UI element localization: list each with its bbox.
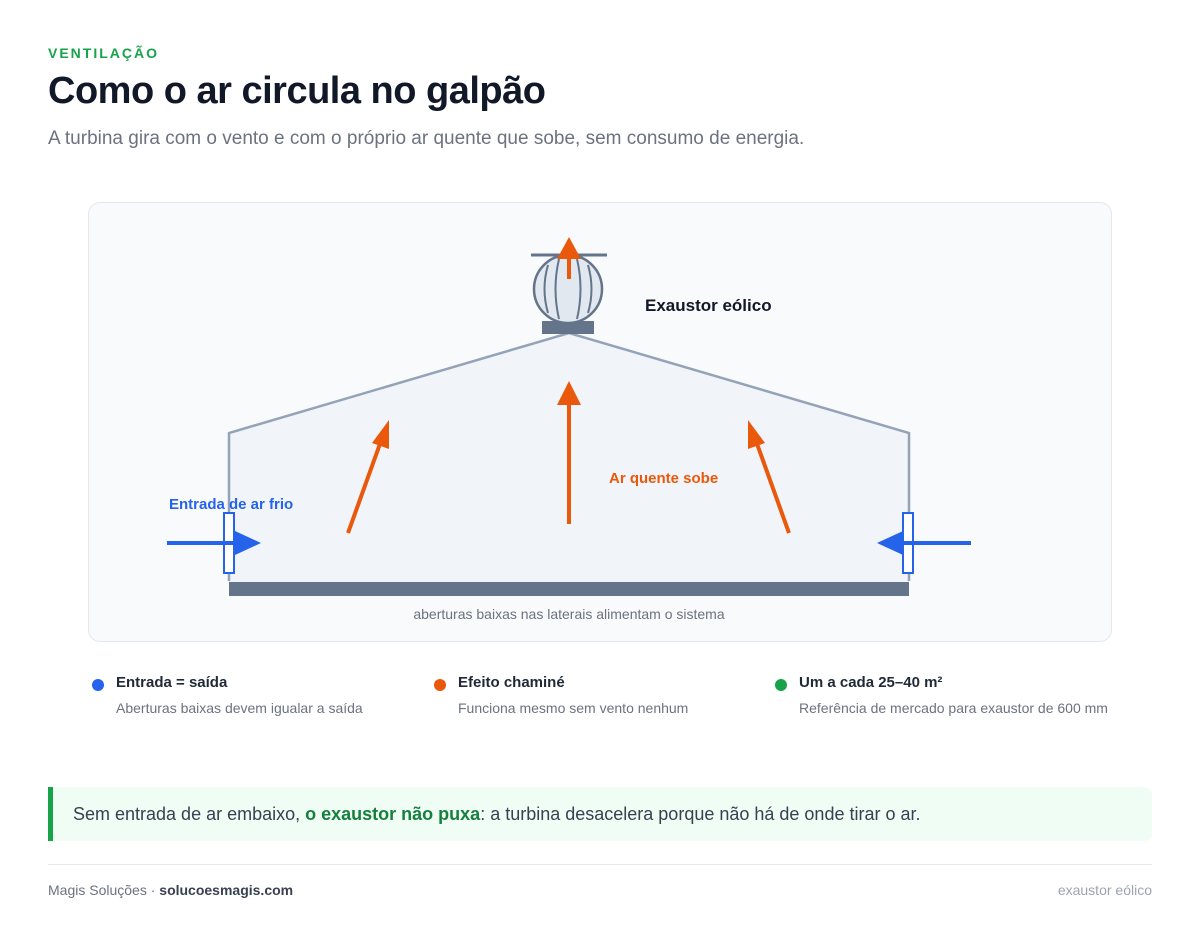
footer-separator: ·: [146, 882, 160, 898]
page-subtitle: A turbina gira com o vento e com o própr…: [48, 128, 805, 149]
warehouse-floor: [229, 582, 909, 596]
legend-desc: Funciona mesmo sem vento nenhum: [458, 700, 689, 716]
hot-air-label: Ar quente sobe: [609, 470, 718, 487]
callout-text-after: : a turbina desacelera porque não há de …: [480, 804, 921, 824]
callout-note: Sem entrada de ar embaixo, o exaustor nã…: [48, 787, 1152, 841]
footer-divider: [48, 864, 1152, 865]
cold-air-inlet-right: [877, 512, 971, 574]
legend-desc: Referência de mercado para exaustor de 6…: [799, 700, 1108, 716]
cold-air-label: Entrada de ar frio: [169, 496, 293, 513]
turbine-exhaust-arrow: [557, 237, 581, 279]
hot-air-arrow-left: [346, 420, 389, 534]
diagram-canvas: Exaustor eólico Entrada de ar frio Ar qu…: [167, 237, 971, 622]
cold-air-inlet-left: [167, 512, 261, 574]
footer-brand: Magis Soluções · solucoesmagis.com: [48, 882, 293, 898]
turbine-icon: [531, 253, 607, 334]
legend-title: Um a cada 25–40 m²: [799, 674, 943, 691]
footer-tag: exaustor eólico: [1057, 882, 1152, 898]
ventilation-diagram: Exaustor eólico Entrada de ar frio Ar qu…: [88, 202, 1112, 642]
legend-dot-icon: [92, 679, 104, 691]
floor-caption: aberturas baixas nas laterais alimentam …: [413, 606, 724, 622]
footer-brand-name: Magis Soluções: [48, 882, 147, 898]
legend-dot-icon: [434, 679, 446, 691]
legend-title: Entrada = saída: [116, 674, 228, 691]
hot-air-arrow-center: [557, 381, 581, 524]
footer-site-link[interactable]: solucoesmagis.com: [159, 882, 294, 898]
hot-air-arrow-right: [748, 420, 791, 534]
legend-desc: Aberturas baixas devem igualar a saída: [116, 700, 363, 716]
eyebrow-label: VENTILAÇÃO: [48, 45, 159, 61]
callout-text-before: Sem entrada de ar embaixo,: [73, 804, 306, 824]
legend-dot-icon: [775, 679, 787, 691]
callout-emphasis: o exaustor não puxa: [305, 804, 481, 824]
exhaust-label: Exaustor eólico: [645, 296, 772, 315]
legend-title: Efeito chaminé: [458, 674, 565, 691]
page-title: Como o ar circula no galpão: [48, 70, 546, 112]
